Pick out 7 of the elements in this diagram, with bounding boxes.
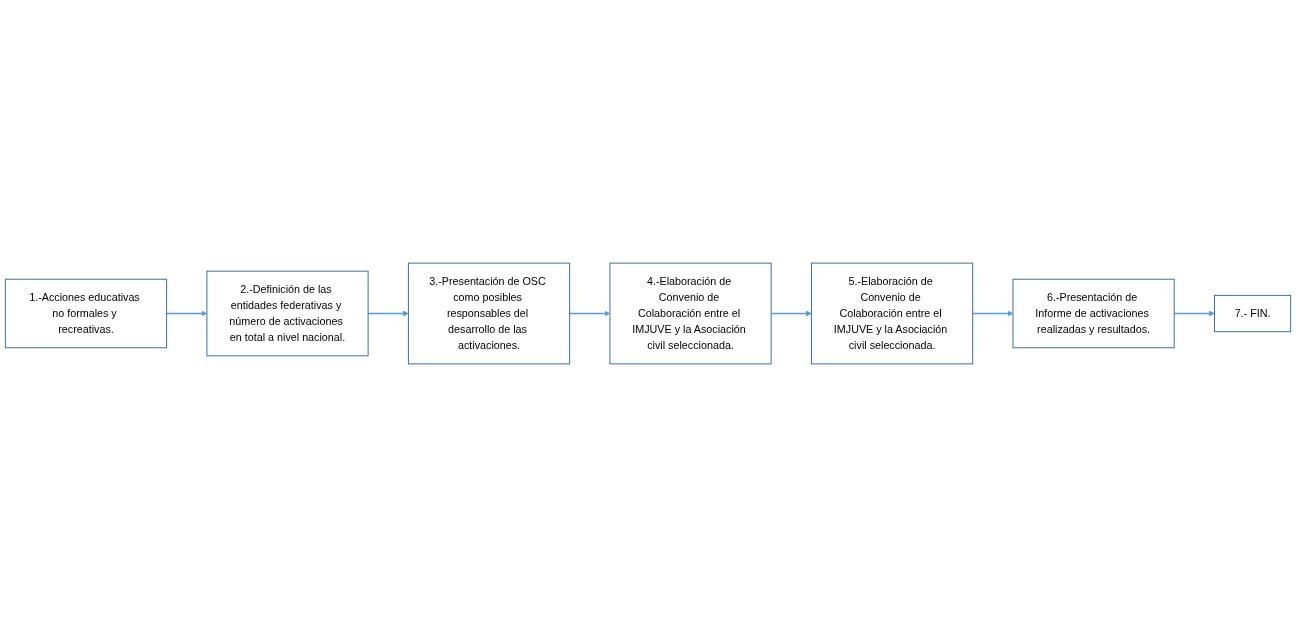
node-box: 6.-Presentación de Informe de activaciones realizadas y resultados. <box>1012 278 1175 349</box>
node-box: 5.-Elaboración de Convenio de Colaboración entre el IMJUVE y la Asociación civil seleccionada. <box>810 262 974 365</box>
node-box: 3.-Presentación de OSC como posibles responsables del desarrollo de las activaciones. <box>407 262 571 365</box>
node-box: 7.- FIN. <box>1214 294 1292 333</box>
node-box: 1.-Acciones educativas no formales y recreativas. <box>4 278 168 349</box>
node-box: 2.-Definición de las entidades federativas y número de activaciones en total a nivel nacional. <box>206 270 369 357</box>
node-box: 4.-Elaboración de Convenio de Colaboración entre el IMJUVE y la Asociación civil seleccionada. <box>609 262 772 365</box>
